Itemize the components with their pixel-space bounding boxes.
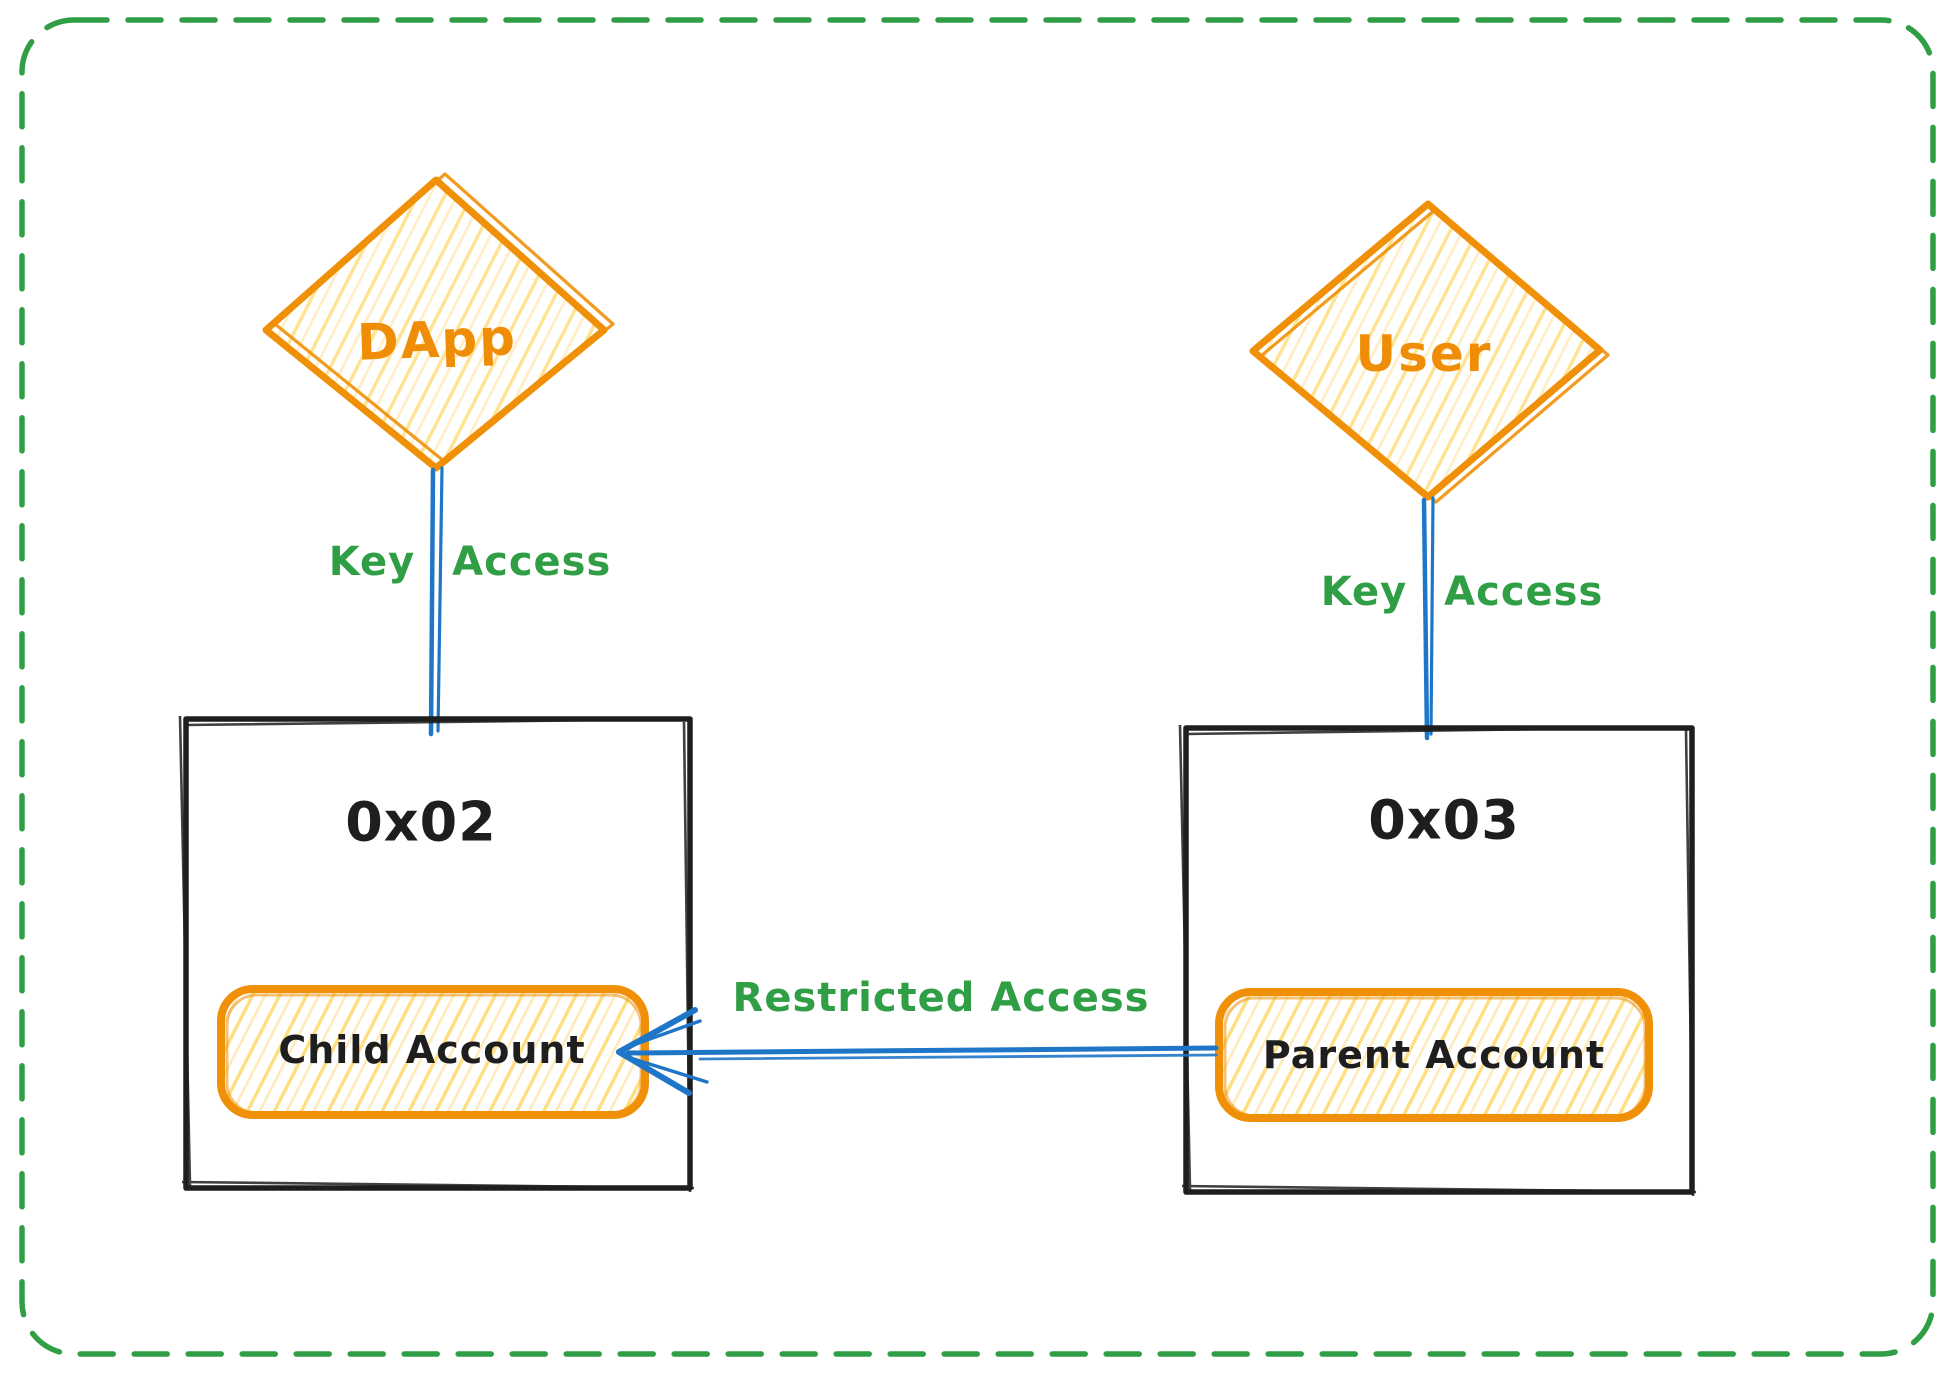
user-node-label: User <box>1355 325 1493 383</box>
account-right-box <box>1178 724 1697 1197</box>
restricted-access-label: Restricted Access <box>732 975 1150 1021</box>
outer-dashed-frame <box>19 17 1936 1357</box>
dapp-key-access-line <box>428 466 444 737</box>
account-left-title: 0x02 <box>345 790 497 854</box>
restricted-access-arrow <box>616 1007 1219 1096</box>
child-account-label: Child Account <box>278 1028 586 1072</box>
dapp-key-access-label: Key Access <box>328 539 612 585</box>
user-key-access-line <box>1421 496 1435 741</box>
parent-account-label: Parent Account <box>1262 1033 1606 1077</box>
parent-account-shape <box>1215 988 1653 1122</box>
dapp-node-label: DApp <box>356 308 518 372</box>
user-diamond <box>1249 200 1610 504</box>
user-key-access-label: Key Access <box>1320 569 1604 615</box>
dapp-diamond <box>262 172 615 472</box>
account-left-box <box>178 715 695 1193</box>
account-right-title: 0x03 <box>1368 788 1520 852</box>
